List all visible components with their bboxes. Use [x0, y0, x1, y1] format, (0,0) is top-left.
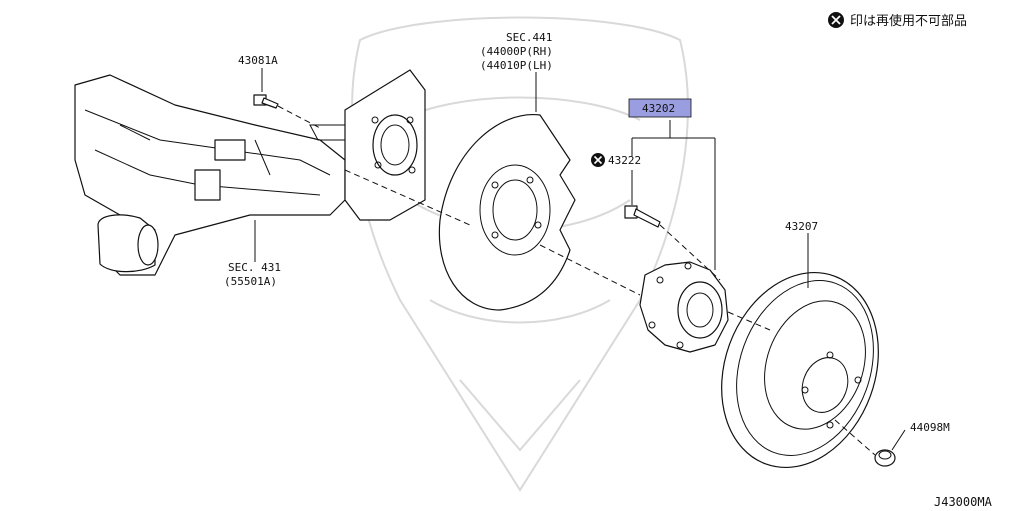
legend: 印は再使用不可部品 — [828, 12, 967, 29]
label-43222-text: 43222 — [608, 154, 641, 167]
suspension-arm — [74, 74, 346, 276]
sec431-line-1: SEC. 431 — [228, 261, 281, 274]
knuckle-bracket — [309, 69, 426, 221]
label-43081a: 43081A — [238, 54, 278, 67]
sec431-line-2: (55501A) — [224, 275, 277, 288]
assembly-axis — [344, 169, 876, 456]
nut-44098m — [874, 449, 896, 467]
leader-lines — [254, 68, 906, 451]
label-44098m: 44098M — [910, 421, 950, 434]
legend-text: 印は再使用不可部品 — [850, 13, 967, 29]
bolt-43081a — [253, 94, 321, 129]
label-43222: 43222 — [591, 153, 641, 167]
x-circle-icon — [828, 12, 844, 28]
label-43207: 43207 — [785, 220, 818, 233]
label-sec441: SEC.441 (44000P(RH) (44010P(LH) — [480, 31, 553, 72]
label-sec431: SEC. 431 (55501A) — [224, 261, 281, 288]
hub-bearing — [639, 261, 729, 353]
sec441-line-1: SEC.441 — [506, 31, 552, 44]
backing-plate — [438, 114, 576, 311]
non-reusable-icon — [591, 153, 605, 167]
sec441-line-2: (44000P(RH) — [480, 45, 553, 58]
highlight-43202 — [628, 98, 692, 118]
bolt-43222 — [624, 205, 661, 228]
brake-rotor — [721, 271, 879, 469]
sec441-line-3: (44010P(LH) — [480, 59, 553, 72]
diagram-code: J43000MA — [934, 495, 993, 509]
label-43202: 43202 — [642, 102, 675, 115]
